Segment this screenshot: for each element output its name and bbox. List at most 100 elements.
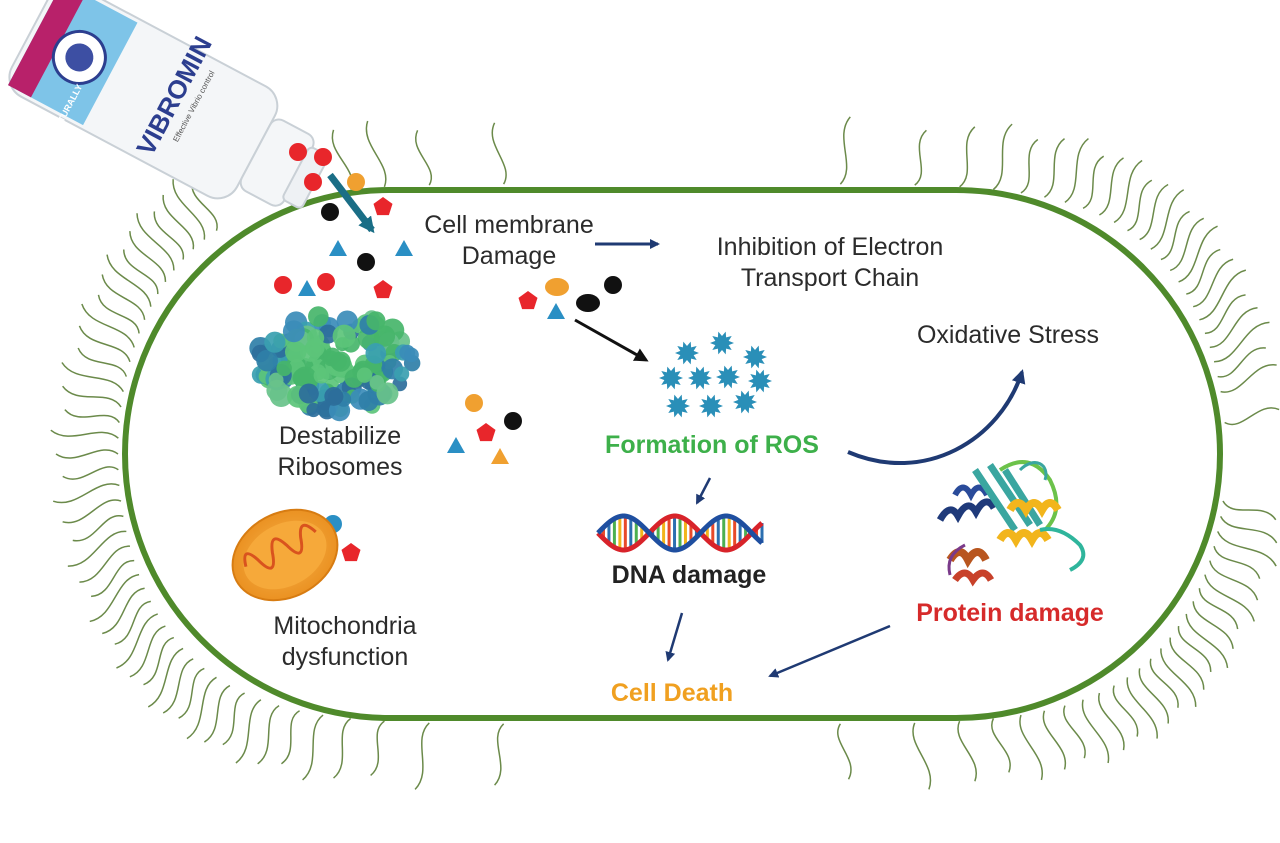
flagellum	[1177, 625, 1212, 672]
particle-pentagon	[373, 197, 393, 216]
flagellum	[1043, 137, 1065, 198]
protein-damage-label: Protein damage	[916, 599, 1104, 627]
flagellum	[914, 129, 927, 186]
flagellum	[333, 717, 352, 779]
flagellum	[1204, 294, 1246, 335]
flagellum	[67, 530, 127, 567]
flagellum	[79, 545, 130, 583]
flagellum	[153, 211, 184, 260]
flagellum	[1127, 179, 1153, 232]
flagellum	[1220, 364, 1277, 393]
flagellum	[1169, 217, 1205, 272]
particle-oval	[576, 294, 600, 312]
dna-strand	[596, 513, 764, 553]
flagellum	[839, 116, 851, 185]
flagellum	[370, 720, 385, 776]
flagellum	[1192, 601, 1234, 649]
flagellum	[1224, 407, 1280, 426]
flagellum	[837, 723, 852, 780]
ribosome-subunit	[376, 382, 399, 405]
ros-star	[699, 394, 723, 418]
particle-circle	[274, 276, 292, 294]
flagellum	[1185, 613, 1229, 669]
arrow-ros-to-dna	[695, 477, 712, 505]
cell-membrane-damage-label: Cell membrane Damage	[424, 211, 594, 270]
flagellum	[1199, 269, 1247, 321]
flagellum	[50, 429, 119, 439]
flagellum	[178, 667, 205, 719]
flagellum	[62, 499, 122, 524]
dna-damage-label: DNA damage	[611, 561, 767, 589]
particle-triangle	[447, 437, 465, 453]
flagellum	[1139, 183, 1169, 241]
flagellum	[106, 254, 152, 307]
ros-star	[743, 345, 767, 369]
flagellum	[143, 636, 175, 686]
ribosome-subunit	[332, 324, 356, 348]
flagellum	[235, 699, 262, 764]
flagellum	[102, 587, 145, 635]
flagellum	[365, 120, 387, 188]
ribosome-subunit	[366, 311, 386, 331]
flagellum	[1186, 248, 1221, 295]
flagellum	[122, 249, 159, 295]
particle-circle	[317, 273, 335, 291]
flagella-group	[50, 116, 1280, 790]
formation-ros-label: Formation of ROS	[605, 431, 819, 459]
flagellum	[116, 613, 159, 669]
inhibition-etc-label: Inhibition of Electron Transport Chain	[716, 233, 944, 292]
ribosome-subunit	[282, 320, 305, 343]
flagellum	[1192, 258, 1234, 308]
flagellum	[494, 723, 505, 786]
ribosome-subunit	[356, 367, 373, 383]
flagellum	[414, 722, 430, 790]
flagellum	[1082, 155, 1105, 209]
ribosome-subunit	[313, 367, 330, 384]
flagellum	[1214, 321, 1270, 363]
flagellum	[1178, 225, 1218, 283]
flagellum	[1063, 705, 1086, 759]
flagellum	[129, 231, 167, 283]
ros-molecules	[659, 331, 772, 418]
arrow-particles-to-ros	[574, 318, 649, 362]
particle-circle	[465, 394, 483, 412]
flagellum	[1081, 699, 1110, 764]
flagellum	[1222, 500, 1277, 521]
flagellum	[992, 123, 1013, 191]
arrow-protein-to-cell-death	[768, 624, 891, 678]
particle-circle	[314, 148, 332, 166]
flagellum	[257, 705, 280, 765]
flagellum	[912, 722, 932, 790]
flagellum	[147, 647, 184, 708]
flagellum	[114, 600, 152, 645]
ribosome-subunit	[328, 389, 344, 405]
particle-triangle	[491, 448, 509, 464]
ros-star	[675, 341, 699, 365]
ribosome-subunit	[266, 379, 288, 401]
dna-helix-icon	[596, 513, 764, 553]
flagellum	[959, 126, 976, 188]
mitochondria-icon	[231, 508, 339, 602]
ros-star	[666, 394, 690, 418]
ribosome-subunit	[308, 306, 329, 327]
flagellum	[1126, 677, 1158, 739]
flagellum	[991, 718, 1011, 773]
flagellum	[222, 692, 245, 746]
ribosome-subunit	[358, 391, 379, 412]
particle-circle	[504, 412, 522, 430]
flagellum	[1098, 692, 1125, 751]
cell-death-label: Cell Death	[610, 679, 734, 707]
flagellum	[1160, 210, 1190, 261]
flagellum	[1064, 137, 1089, 203]
flagellum	[203, 684, 231, 743]
flagellum	[72, 515, 124, 542]
particle-pentagon	[341, 543, 361, 562]
ribosome-subunit	[264, 331, 286, 353]
ros-star	[716, 365, 740, 389]
flagellum	[1216, 531, 1277, 567]
flagellum	[1042, 710, 1067, 770]
ribosome-subunit	[276, 360, 292, 377]
flagellum	[302, 714, 324, 781]
flagellum	[1138, 668, 1169, 724]
ribosome-subunit	[330, 351, 351, 372]
